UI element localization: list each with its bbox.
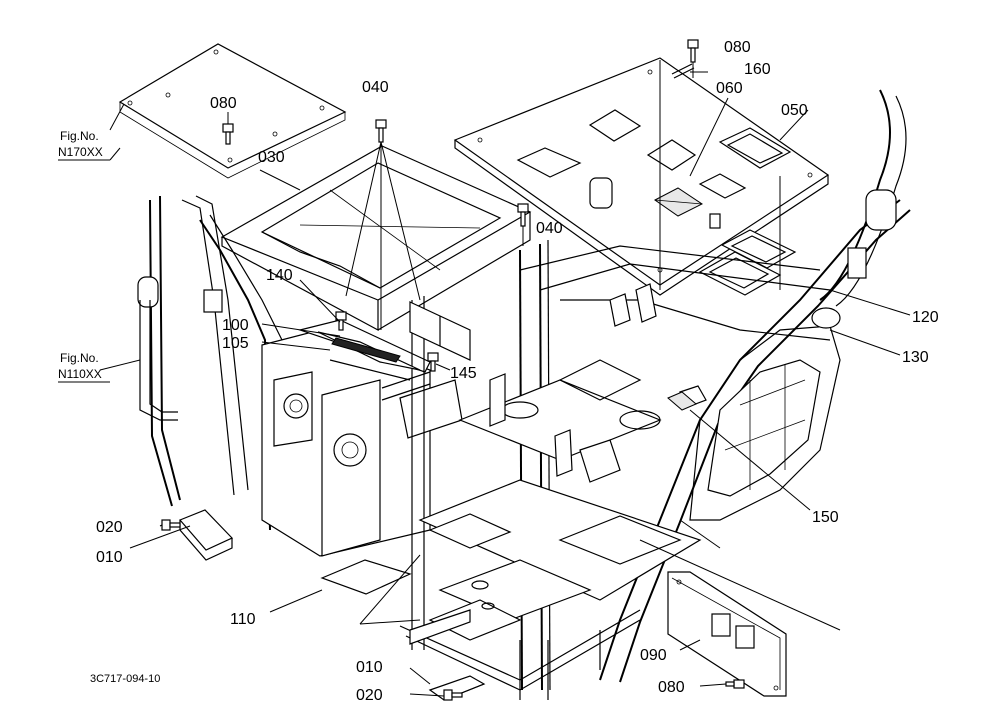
top-cover-plate (118, 43, 347, 179)
callout-100: 100 (222, 317, 249, 334)
bolt-080-top-left (222, 112, 234, 145)
bolt-020-left (161, 519, 181, 531)
callout-020-left: 020 (96, 519, 123, 536)
bolt-040-top (345, 119, 421, 330)
fig-ref-prefix-mid: Fig.No. (60, 351, 99, 365)
callout-150: 150 (812, 509, 839, 526)
bolt-020-bottom (443, 689, 463, 701)
fig-ref-number-mid: N110XX (58, 367, 102, 381)
callout-080-top-right: 080 (724, 39, 751, 56)
callout-050: 050 (781, 102, 808, 119)
drawing-code: 3C717-094-10 (90, 673, 160, 685)
callout-105: 105 (222, 335, 249, 352)
callout-030: 030 (258, 149, 285, 166)
callout-090: 090 (640, 647, 667, 664)
callout-130: 130 (902, 349, 929, 366)
callout-140: 140 (266, 267, 293, 284)
callout-110: 110 (230, 611, 256, 628)
callout-040-mid: 040 (536, 220, 563, 237)
callout-010-bottom: 010 (356, 659, 383, 676)
callout-010-left: 010 (96, 549, 123, 566)
plate-090 (667, 571, 787, 697)
bolt-080-top-right (687, 39, 699, 78)
pin-160 (671, 63, 695, 79)
callout-145: 145 (450, 365, 477, 382)
bolt-080-bottom (725, 679, 745, 689)
callout-040-top: 040 (362, 79, 389, 96)
roof-panel-050 (453, 57, 830, 296)
fig-ref-number-top: N170XX (58, 145, 103, 159)
bolt-040-mid (517, 203, 529, 246)
callout-080-bottom: 080 (658, 679, 685, 696)
callout-labels: 080 040 030 080 160 060 050 040 140 100 … (96, 39, 939, 704)
callout-120: 120 (912, 309, 939, 326)
callout-020-bottom: 020 (356, 687, 383, 704)
figure-references: Fig.No. N170XX Fig.No. N110XX (58, 129, 121, 383)
callout-080-top-left: 080 (210, 95, 237, 112)
fig-ref-prefix-top: Fig.No. (60, 129, 99, 143)
callout-160: 160 (744, 61, 771, 78)
leader-lines (99, 60, 911, 697)
callout-060: 060 (716, 80, 743, 97)
cabin-frame (137, 89, 911, 701)
